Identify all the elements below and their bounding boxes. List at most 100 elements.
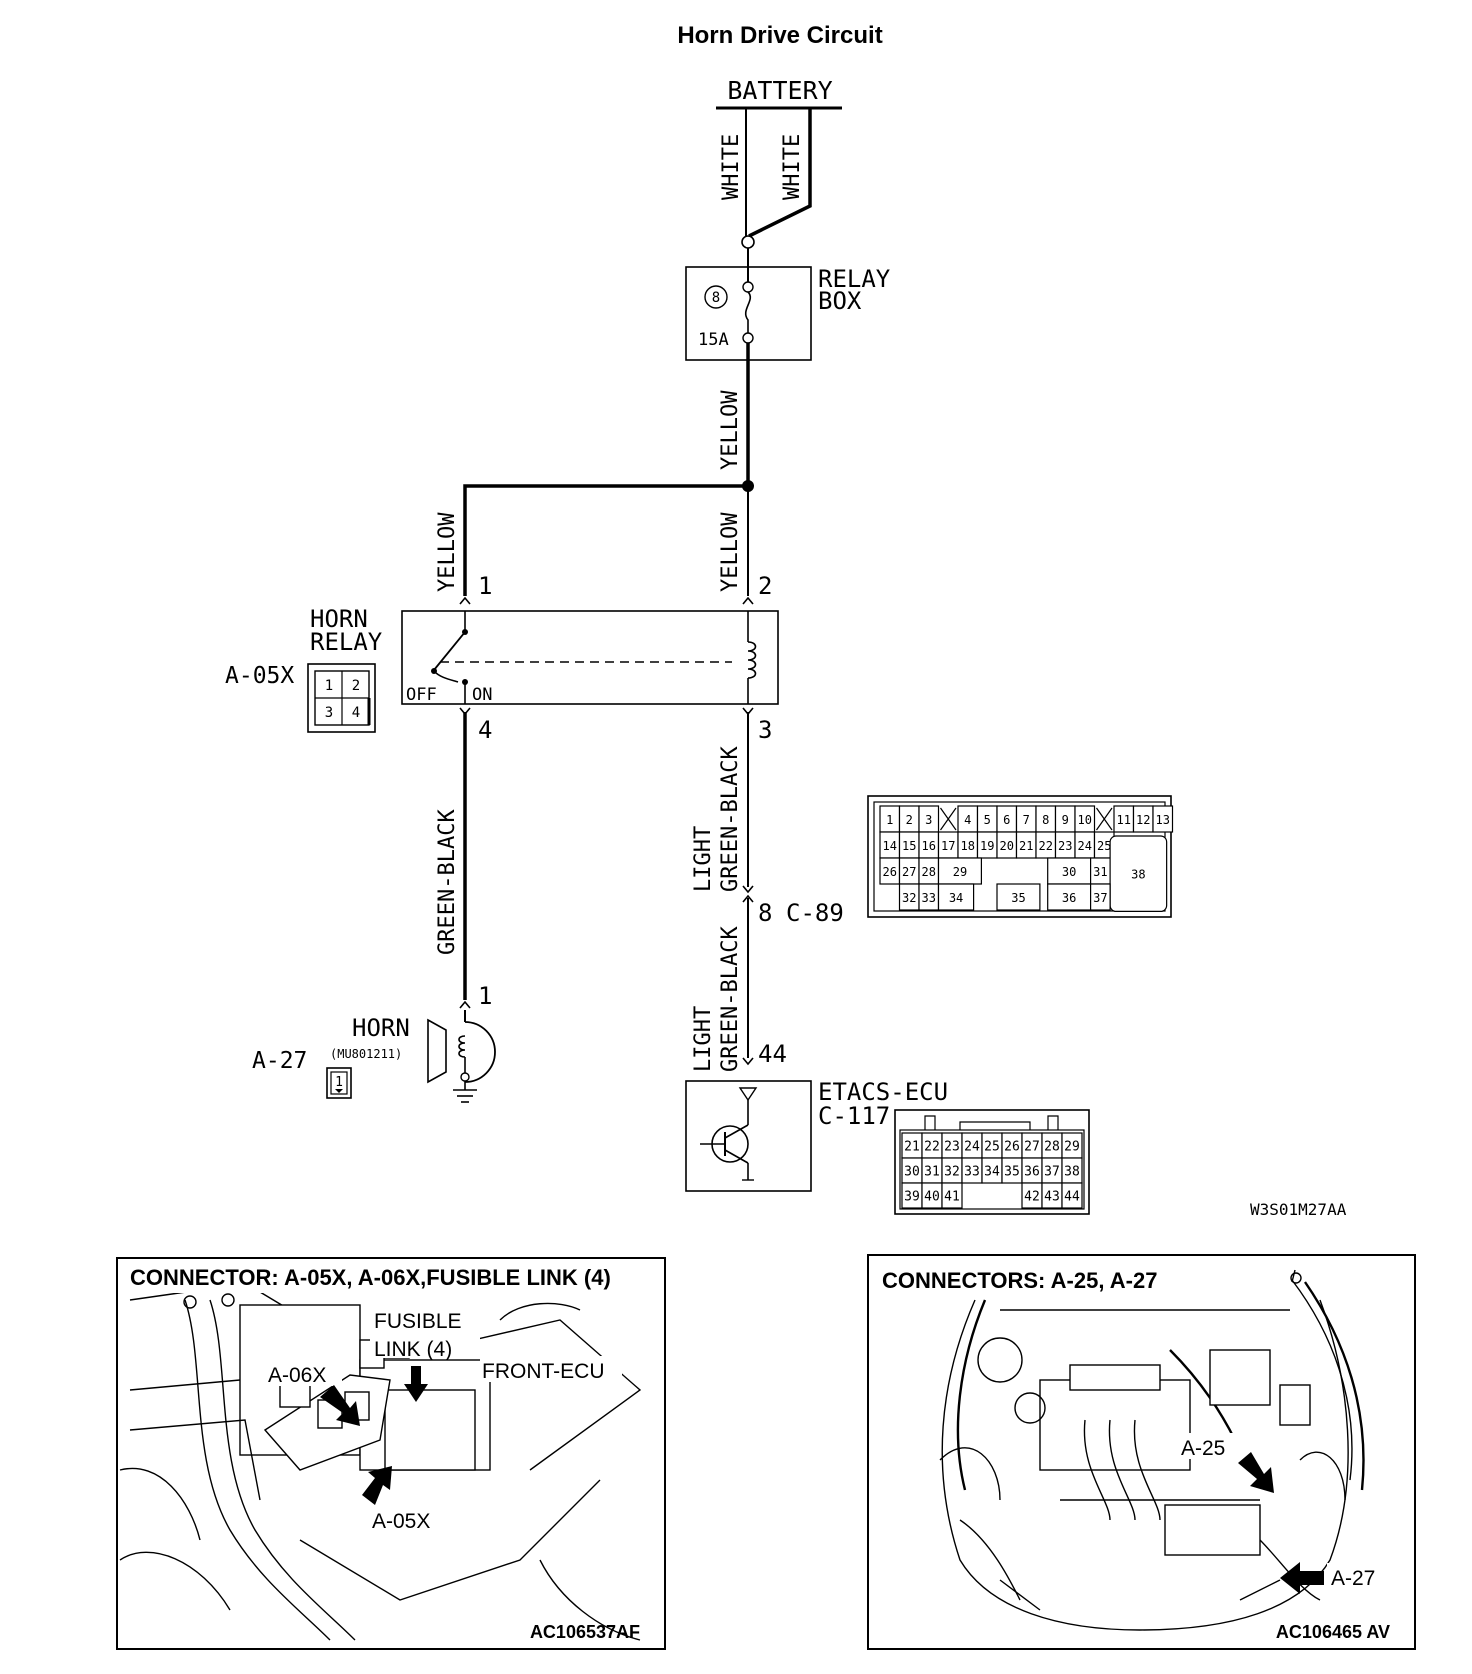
- connector-pin-number: 7: [1023, 813, 1030, 827]
- connector-pin-number: 5: [984, 813, 991, 827]
- horn-pin-1: 1: [478, 982, 492, 1010]
- connector-pin-number: 21: [904, 1140, 920, 1155]
- connector-pin-cell: [937, 857, 983, 885]
- horn-relay-connector: A-05X: [225, 663, 294, 689]
- arrow-icon-a06x: [320, 1385, 360, 1426]
- arrow-icon-fusible: [404, 1366, 428, 1402]
- horn-relay-label-2: RELAY: [310, 628, 383, 656]
- connector-pin-number: 32: [902, 891, 916, 905]
- connector-pin-number: 25: [984, 1140, 1000, 1155]
- white-wire-right-label: WHITE: [780, 134, 805, 200]
- connector-pin-number: 12: [1136, 813, 1150, 827]
- connector-pin-number: 30: [904, 1165, 920, 1180]
- green-black-label: GREEN-BLACK: [435, 809, 460, 955]
- connector-pin-number: 11: [1117, 813, 1131, 827]
- battery-label: BATTERY: [727, 76, 832, 105]
- junction-pin: 8: [758, 899, 772, 927]
- fuse-terminal-bottom: [742, 332, 754, 344]
- connector-pin-number: 33: [964, 1165, 980, 1180]
- relay-on-label: ON: [472, 685, 492, 705]
- horn-relay-connector-icon: 1 2 3 4: [307, 663, 376, 733]
- yellow-main-label: YELLOW: [718, 390, 743, 470]
- connector-pin-number: 20: [1000, 839, 1014, 853]
- connector-pin-cell: [996, 883, 1041, 911]
- diagram-code: W3S01M27AA: [1250, 1200, 1347, 1219]
- relay-off-stub: [433, 670, 459, 683]
- yellow-left-label: YELLOW: [435, 512, 460, 592]
- connector-pin-number: 22: [1039, 839, 1053, 853]
- photo-left-a05x: A-05X: [372, 1510, 430, 1533]
- connector-pin-number: 13: [1156, 813, 1170, 827]
- relay-switch-contact-on: [462, 679, 468, 685]
- connector-pin-number: 21: [1019, 839, 1033, 853]
- horn-connector-icon: 1: [326, 1067, 352, 1099]
- horn-relay-label-1: HORN: [310, 605, 368, 633]
- horn-relay-box: [401, 610, 779, 705]
- connector-blank-pin-mark: [1096, 807, 1113, 831]
- connector-pin-number: 27: [1024, 1140, 1040, 1155]
- connector-pin-number: 14: [883, 839, 897, 853]
- connector-pin-number: 17: [941, 839, 955, 853]
- connector-pin-number: 1: [886, 813, 893, 827]
- connector-pin-cell: [1061, 1182, 1083, 1209]
- junction-connector: C-89: [786, 899, 844, 927]
- photo-left-fusible-2: LINK (4): [374, 1338, 452, 1361]
- connector-pin-number: 2: [906, 813, 913, 827]
- connector-pin-number: 27: [902, 865, 916, 879]
- connector-pin-number: 3: [925, 813, 932, 827]
- connector-pin-number: 26: [1004, 1140, 1020, 1155]
- white-wire-right: [748, 108, 812, 238]
- svg-text:4: 4: [352, 705, 360, 721]
- connector-pin-number: 34: [984, 1165, 1000, 1180]
- connector-pin-number: 26: [883, 865, 897, 879]
- connector-pin-cell: [1047, 883, 1092, 911]
- photo-right-a27: A-27: [1331, 1567, 1375, 1590]
- etacs-input-symbol: [700, 1087, 758, 1181]
- connector-pin-number: 35: [1011, 891, 1025, 905]
- connector-pin-number: 36: [1024, 1165, 1040, 1180]
- fuse-rating: 15A: [698, 330, 729, 350]
- horn-ground-icon: [453, 1089, 477, 1103]
- yellow-right-label: YELLOW: [718, 512, 743, 592]
- connector-pin-number: 33: [922, 891, 936, 905]
- lgb-upper-label-1: LIGHT: [691, 826, 716, 892]
- connector-pin-number: 30: [1062, 865, 1076, 879]
- connector-pin-number: 24: [1078, 839, 1092, 853]
- lgb-lower-label-1: LIGHT: [691, 1006, 716, 1072]
- photo-left-code: AC106537AF: [530, 1622, 640, 1642]
- connector-pin-number: 29: [1064, 1140, 1080, 1155]
- horn-connector: A-27: [252, 1048, 307, 1074]
- relay-pin-2: 2: [758, 572, 772, 600]
- connector-pin-number: 9: [1062, 813, 1069, 827]
- connector-blank-pin-mark: [940, 807, 957, 831]
- connector-pin-number: 19: [980, 839, 994, 853]
- horn-part-number: (MU801211): [330, 1047, 402, 1061]
- svg-text:2: 2: [352, 678, 360, 694]
- connector-pin-number: 37: [1044, 1165, 1060, 1180]
- relay-pin-1: 1: [478, 572, 492, 600]
- etacs-ecu-label: ETACS-ECU: [818, 1078, 948, 1106]
- fuse-terminal-top: [742, 281, 754, 293]
- connector-pin-number: 31: [924, 1165, 940, 1180]
- connector-pin-number: 10: [1078, 813, 1092, 827]
- connector-pin-cell: [1109, 835, 1168, 913]
- connector-pin-number: 23: [1058, 839, 1072, 853]
- fuse-number: 8: [712, 290, 720, 306]
- horn-symbol: [427, 1010, 496, 1090]
- connector-pin-cell: [937, 883, 975, 911]
- arrow-icon-a25: [1238, 1452, 1274, 1493]
- connector-pin-number: 31: [1093, 865, 1107, 879]
- arrow-icon-a27: [1280, 1562, 1324, 1594]
- svg-text:1: 1: [325, 678, 333, 694]
- relay-pin-4: 4: [478, 716, 492, 744]
- photo-panel-left: CONNECTOR: A-05X, A-06X,FUSIBLE LINK (4)…: [116, 1257, 666, 1650]
- photo-right-a25: A-25: [1181, 1437, 1225, 1460]
- connector-pin-number: 23: [944, 1140, 960, 1155]
- photo-right-code: AC106465 AV: [1276, 1622, 1390, 1642]
- connector-pin-cell: [1152, 805, 1174, 833]
- connector-pin-number: 32: [944, 1165, 960, 1180]
- connector-pin-number: 34: [949, 891, 963, 905]
- relay-pin-3: 3: [758, 716, 772, 744]
